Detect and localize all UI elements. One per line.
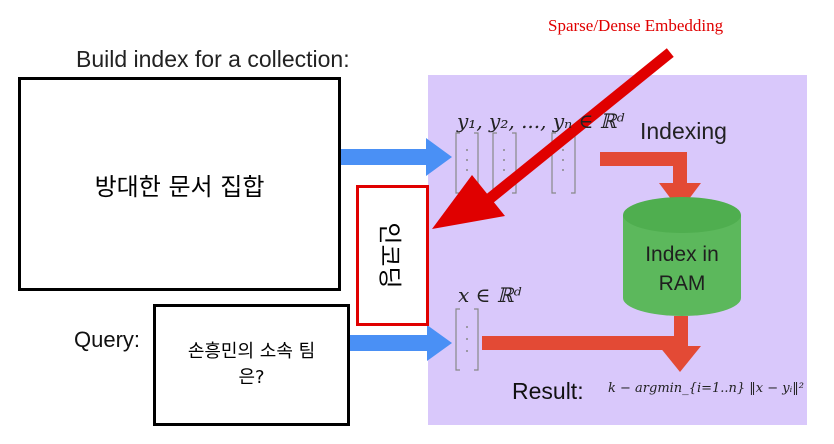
vector-dots bbox=[466, 149, 564, 352]
query-box: 손흥민의 소속 팀은? bbox=[153, 304, 350, 426]
index-line-2: RAM bbox=[658, 272, 706, 295]
blue-arrow-collection bbox=[341, 138, 452, 176]
result-formula: k − argmin_{i=1..n} ‖x − yᵢ‖² bbox=[608, 381, 804, 396]
index-line-1: Index in bbox=[645, 243, 719, 266]
document-collection-text: 방대한 문서 집합 bbox=[94, 172, 265, 201]
build-index-label: Build index for a collection: bbox=[76, 46, 350, 72]
embedding-arrow bbox=[432, 48, 674, 229]
indexing-arrow bbox=[600, 152, 701, 211]
result-label: Result: bbox=[512, 378, 584, 404]
encoder-label: 인코딩 bbox=[376, 222, 404, 289]
vector-brackets bbox=[455, 132, 576, 371]
embedding-title: Sparse/Dense Embedding bbox=[548, 16, 724, 35]
query-result-arrow bbox=[482, 316, 701, 372]
purple-panel bbox=[428, 75, 807, 425]
encoder-box: 인코딩 bbox=[356, 185, 429, 326]
query-text: 손흥민의 소속 팀은? bbox=[187, 341, 316, 388]
blue-arrow-query bbox=[350, 325, 452, 361]
index-in-ram-label: Index in RAM bbox=[626, 240, 738, 298]
query-vector-label: x ∈ ℝᵈ bbox=[458, 283, 522, 307]
document-vectors-label: y₁, y₂, ..., yₙ ∈ ℝᵈ bbox=[457, 109, 625, 133]
query-label: Query: bbox=[74, 327, 141, 352]
document-collection-box: 방대한 문서 집합 bbox=[18, 77, 341, 291]
indexing-label: Indexing bbox=[640, 118, 727, 144]
index-cylinder bbox=[623, 197, 741, 316]
